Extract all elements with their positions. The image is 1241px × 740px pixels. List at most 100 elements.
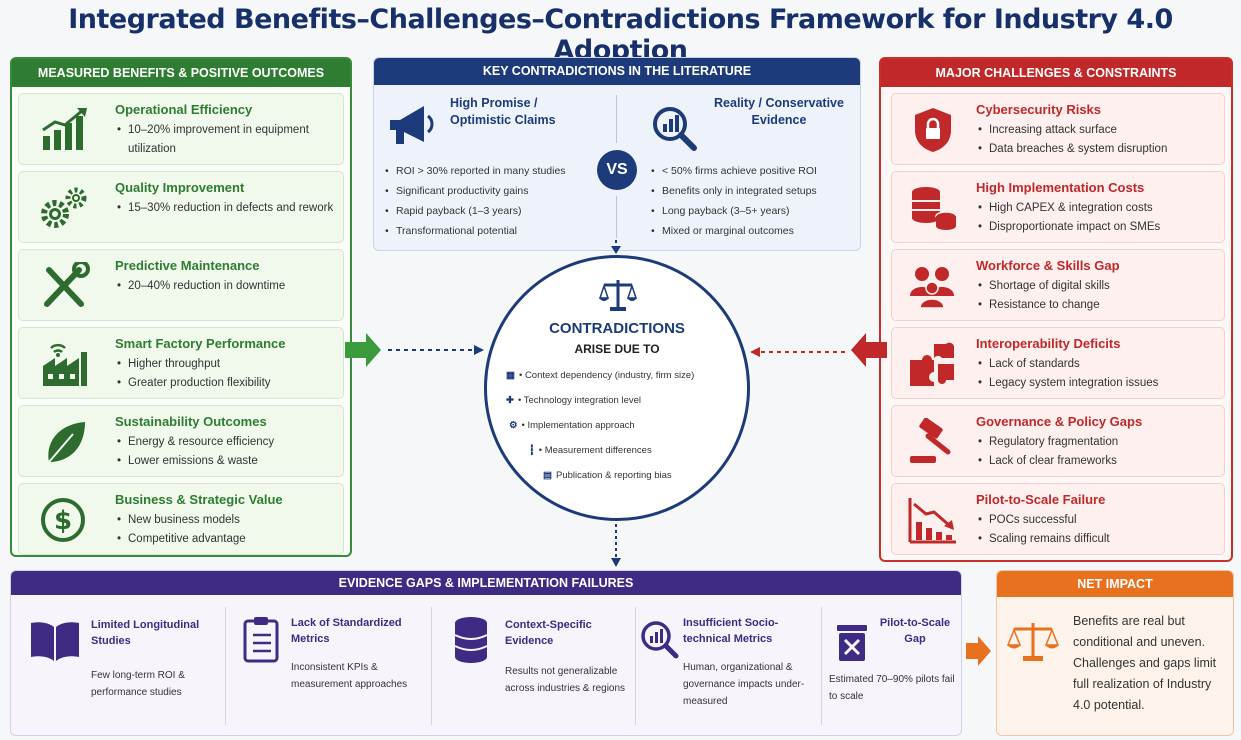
circle-item-bias: ▤Publication & reporting bias [543, 470, 672, 482]
magnifier-chart-icon [653, 107, 697, 151]
gears-icon [41, 187, 87, 228]
scales-icon [1007, 623, 1059, 661]
benefit-bullet: Lower emissions & waste [115, 452, 340, 471]
gap-title: Pilot-to-Scale Gap [879, 617, 951, 645]
coins-icon [912, 187, 957, 230]
conservative-evidence-list: < 50% firms achieve positive ROI Benefit… [650, 161, 858, 241]
declining-chart-icon [908, 498, 956, 544]
gap-separator [431, 607, 432, 725]
megaphone-icon [390, 106, 434, 144]
benefit-bullet: 15–30% reduction in defects and rework [115, 199, 340, 218]
benefit-card-predictive-maintenance: Predictive Maintenance 20–40% reduction … [18, 249, 344, 321]
benefit-card-sustainability: Sustainability Outcomes Energy & resourc… [18, 405, 344, 477]
circle-item-context: ▦• Context dependency (industry, firm si… [506, 370, 695, 382]
gap-title: Insufficient Socio-technical Metrics [683, 617, 779, 645]
failed-box-icon [837, 625, 867, 661]
challenge-card-workforce: Workforce & Skills Gap Shortage of digit… [891, 249, 1225, 321]
optimistic-claim: Transformational potential [384, 221, 594, 241]
vs-divider-bottom [616, 196, 617, 238]
puzzle-icon [910, 342, 954, 386]
challenge-bullet: Scaling remains difficult [976, 530, 1221, 549]
gap-separator [225, 607, 226, 725]
challenge-bullet: Lack of clear frameworks [976, 452, 1221, 471]
gap-title: Limited Longitudinal Studies [91, 619, 200, 647]
net-impact-header: NET IMPACT [997, 571, 1233, 597]
gap-longitudinal: Limited Longitudinal Studies Few long-te… [11, 601, 221, 729]
contradictions-header: KEY CONTRADICTIONS IN THE LITERATURE [374, 58, 860, 85]
magnifier-chart-icon [641, 621, 679, 659]
gavel-icon [910, 418, 951, 463]
building-icon: ▦ [506, 370, 515, 381]
benefit-title: Predictive Maintenance [115, 258, 260, 273]
benefits-panel: MEASURED BENEFITS & POSITIVE OUTCOMES Op… [10, 57, 352, 557]
benefits-header: MEASURED BENEFITS & POSITIVE OUTCOMES [12, 59, 350, 87]
challenge-title: Governance & Policy Gaps [976, 414, 1143, 429]
gap-text: Few long-term ROI & performance studies [91, 670, 185, 698]
challenge-title: Interoperability Deficits [976, 336, 1121, 351]
benefit-bullet: Greater production flexibility [115, 374, 340, 393]
optimistic-claim: Rapid payback (1–3 years) [384, 201, 594, 221]
challenge-bullet: POCs successful [976, 511, 1221, 530]
challenge-card-pilot-to-scale: Pilot-to-Scale Failure POCs successful S… [891, 483, 1225, 555]
optimistic-claims-title: High Promise / Optimistic Claims [450, 96, 556, 127]
growth-chart-icon [42, 108, 87, 150]
conservative-evidence-title: Reality / Conservative Evidence [714, 96, 844, 127]
conservative-evidence: < 50% firms achieve positive ROI [650, 161, 858, 181]
benefit-card-business-value: $ Business & Strategic Value New busines… [18, 483, 344, 555]
gear-icon: ⚙ [509, 420, 518, 431]
clipboard-icon [243, 617, 279, 663]
vs-badge: VS [597, 150, 637, 190]
challenge-card-costs: High Implementation Costs High CAPEX & i… [891, 171, 1225, 243]
circle-title: CONTRADICTIONS [549, 320, 685, 337]
document-icon: ▤ [543, 470, 552, 481]
challenge-bullet: Data breaches & system disruption [976, 140, 1221, 159]
challenge-title: Workforce & Skills Gap [976, 258, 1120, 273]
challenge-bullet: Regulatory fragmentation [976, 433, 1221, 452]
contradictions-circle: CONTRADICTIONS ARISE DUE TO ▦• Context d… [484, 255, 750, 521]
gap-socio-technical: Insufficient Socio-technical Metrics Hum… [637, 601, 821, 729]
gap-metrics: Lack of Standardized Metrics Inconsisten… [227, 601, 427, 729]
benefit-bullet: 10–20% improvement in equipment utilizat… [115, 121, 340, 159]
leaf-icon [48, 422, 85, 463]
dollar-icon: $ [41, 498, 85, 542]
gap-separator [821, 607, 822, 725]
shield-lock-icon [915, 108, 951, 152]
evidence-gaps-panel: EVIDENCE GAPS & IMPLEMENTATION FAILURES … [10, 570, 962, 736]
challenge-card-interoperability: Interoperability Deficits Lack of standa… [891, 327, 1225, 399]
challenge-bullet: High CAPEX & integration costs [976, 199, 1221, 218]
benefit-bullet: Energy & resource efficiency [115, 433, 340, 452]
challenge-card-cybersecurity: Cybersecurity Risks Increasing attack su… [891, 93, 1225, 165]
optimistic-claim: ROI > 30% reported in many studies [384, 161, 594, 181]
circle-subtitle: ARISE DUE TO [574, 342, 660, 356]
benefit-title: Quality Improvement [115, 180, 245, 195]
gap-text: Inconsistent KPIs & measurement approach… [291, 662, 408, 690]
challenge-title: Cybersecurity Risks [976, 102, 1102, 117]
optimistic-claim: Significant productivity gains [384, 181, 594, 201]
conservative-evidence: Mixed or marginal outcomes [650, 221, 858, 241]
challenge-bullet: Disproportionate impact on SMEs [976, 218, 1221, 237]
gap-pilot-to-scale: Pilot-to-Scale Gap Estimated 70–90% pilo… [823, 601, 961, 729]
challenge-title: High Implementation Costs [976, 180, 1145, 195]
challenge-card-governance: Governance & Policy Gaps Regulatory frag… [891, 405, 1225, 477]
challenges-panel: MAJOR CHALLENGES & CONSTRAINTS Cybersecu… [879, 57, 1233, 562]
scales-icon [599, 280, 637, 311]
challenge-bullet: Increasing attack surface [976, 121, 1221, 140]
page-title: Integrated Benefits–Challenges–Contradic… [68, 4, 1173, 66]
gap-text: Human, organizational & governance impac… [683, 662, 805, 707]
benefit-bullet: New business models [115, 511, 340, 530]
database-icon [454, 617, 488, 663]
puzzle-icon: ✚ [506, 395, 514, 406]
circle-item-approach: ⚙• Implementation approach [509, 420, 635, 432]
benefit-title: Business & Strategic Value [115, 492, 283, 507]
gap-title: Context-Specific Evidence [505, 619, 592, 647]
benefit-card-operational-efficiency: Operational Efficiency 10–20% improvemen… [18, 93, 344, 165]
challenge-bullet: Legacy system integration issues [976, 374, 1221, 393]
benefit-title: Smart Factory Performance [115, 336, 286, 351]
conservative-evidence: Long payback (3–5+ years) [650, 201, 858, 221]
challenge-title: Pilot-to-Scale Failure [976, 492, 1106, 507]
circle-item-measurement: ┇• Measurement differences [529, 445, 652, 457]
svg-text:$: $ [54, 506, 72, 536]
challenge-bullet: Lack of standards [976, 355, 1221, 374]
tools-icon [44, 262, 90, 307]
